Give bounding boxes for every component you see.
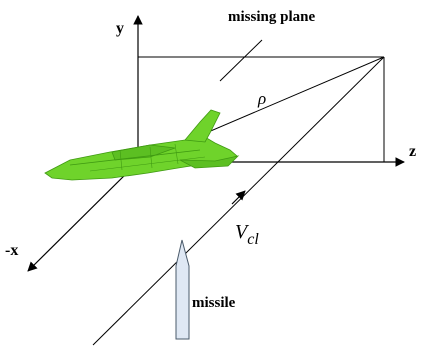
closing-velocity-label: Vcl: [235, 221, 259, 248]
range-label: ρ: [257, 89, 266, 108]
y-axis-label: y: [116, 20, 124, 37]
missile-label: missile: [192, 295, 236, 311]
closing-velocity-symbol: V: [235, 221, 250, 243]
closing-velocity-arrow: [231, 190, 246, 205]
closing-velocity-subscript: cl: [247, 231, 259, 248]
target-label: missing plane: [228, 9, 315, 25]
x-axis: [27, 161, 139, 272]
x-axis-label: -x: [5, 242, 18, 259]
closing-velocity-line: [92, 56, 385, 346]
z-axis-label: z: [409, 143, 416, 160]
fighter-jet-icon: [44, 109, 240, 181]
target-leader-line: [219, 39, 263, 82]
missile-icon: [175, 239, 190, 340]
